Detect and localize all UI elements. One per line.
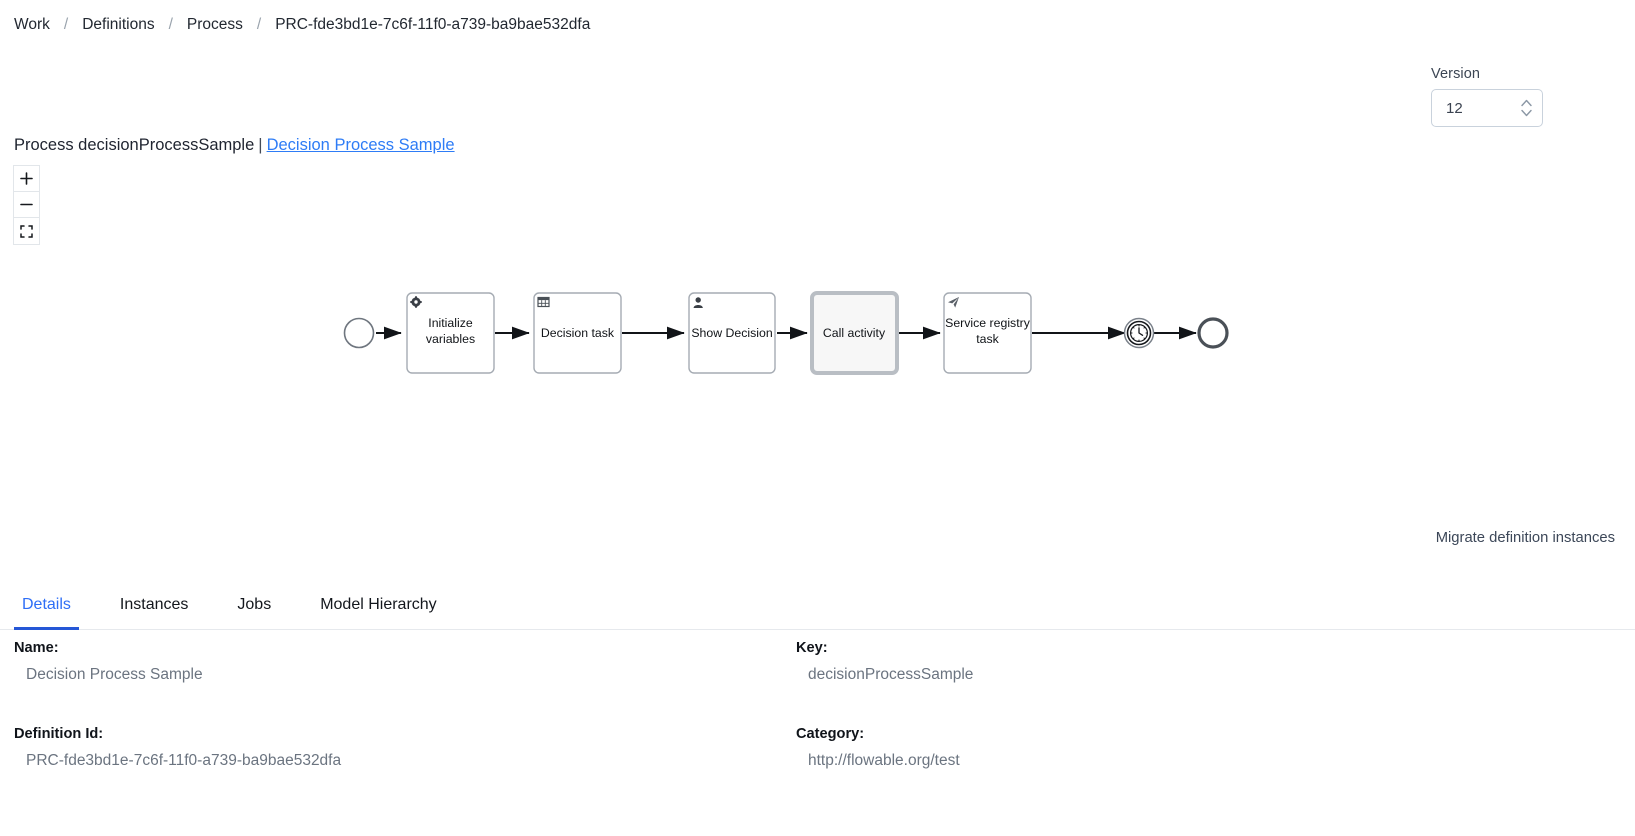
bpmn-diagram[interactable]: Initialize variables Decision task Show …	[0, 165, 1635, 520]
node-label: Decision task	[541, 326, 615, 340]
node-label: Initialize	[428, 316, 473, 330]
page-title-separator: |	[258, 136, 263, 154]
node-initialize-variables[interactable]: Initialize variables	[406, 292, 495, 374]
version-input[interactable]: 12	[1431, 89, 1543, 127]
zoom-out-button[interactable]	[14, 192, 39, 218]
version-selector: Version 12	[1431, 66, 1543, 127]
send-icon	[948, 297, 959, 308]
detail-field-name: Name: Decision Process Sample	[14, 640, 796, 726]
expand-icon	[20, 224, 33, 238]
breadcrumb-item-work[interactable]: Work	[14, 16, 50, 33]
node-start-event[interactable]	[343, 317, 375, 349]
gear-icon	[410, 296, 422, 308]
node-label: task	[976, 332, 999, 346]
node-service-registry-task[interactable]: Service registry task	[943, 292, 1032, 374]
node-end-event[interactable]	[1197, 317, 1229, 349]
details-panel: Name: Decision Process Sample Key: decis…	[0, 640, 1635, 812]
detail-field-key: Key: decisionProcessSample	[796, 640, 1621, 726]
detail-value-definition-id: PRC-fde3bd1e-7c6f-11f0-a739-ba9bae532dfa	[26, 752, 342, 769]
user-icon	[693, 297, 703, 308]
breadcrumb-separator: /	[168, 16, 173, 33]
chevron-up-icon[interactable]	[1521, 99, 1532, 107]
breadcrumb-item-process[interactable]: Process	[186, 16, 243, 33]
process-model-link[interactable]: Decision Process Sample	[266, 136, 455, 154]
version-label: Version	[1431, 66, 1481, 82]
tab-bar: Details Instances Jobs Model Hierarchy	[0, 584, 1635, 630]
node-label: Service registry	[945, 316, 1031, 330]
table-icon	[537, 296, 550, 308]
detail-label-definition-id: Definition Id:	[14, 726, 104, 742]
node-show-decision[interactable]: Show Decision	[688, 292, 776, 374]
detail-field-category: Category: http://flowable.org/test	[796, 726, 1621, 812]
chevron-down-icon[interactable]	[1521, 109, 1532, 117]
detail-label-name: Name:	[14, 640, 59, 656]
detail-value-key: decisionProcessSample	[808, 666, 974, 683]
minus-icon	[20, 203, 33, 206]
fit-to-screen-button[interactable]	[14, 218, 39, 244]
clock-icon	[1129, 324, 1148, 343]
detail-value-category: http://flowable.org/test	[808, 752, 960, 769]
node-decision-task[interactable]: Decision task	[533, 292, 622, 374]
breadcrumb-item-definitions[interactable]: Definitions	[82, 16, 155, 33]
version-stepper[interactable]	[1521, 99, 1532, 117]
migrate-definition-instances-link[interactable]: Migrate definition instances	[1435, 530, 1615, 546]
zoom-controls	[13, 165, 40, 245]
node-label: Show Decision	[691, 326, 772, 340]
zoom-in-button[interactable]	[14, 166, 39, 192]
breadcrumb-item-current: PRC-fde3bd1e-7c6f-11f0-a739-ba9bae532dfa	[275, 16, 591, 33]
page-title-text: Process decisionProcessSample	[14, 136, 255, 154]
breadcrumb: Work / Definitions / Process / PRC-fde3b…	[0, 0, 1635, 33]
tab-details[interactable]: Details	[14, 596, 79, 630]
node-label: Call activity	[823, 326, 886, 340]
detail-field-definition-id: Definition Id: PRC-fde3bd1e-7c6f-11f0-a7…	[14, 726, 796, 812]
version-value: 12	[1446, 99, 1463, 117]
breadcrumb-separator: /	[63, 16, 69, 33]
bpmn-canvas[interactable]: Initialize variables Decision task Show …	[0, 165, 1635, 520]
tab-instances[interactable]: Instances	[119, 596, 189, 613]
node-intermediate-timer-event[interactable]	[1123, 317, 1155, 349]
node-label: variables	[426, 332, 475, 346]
detail-value-name: Decision Process Sample	[26, 666, 203, 683]
detail-label-key: Key:	[796, 640, 828, 656]
detail-label-category: Category:	[796, 726, 865, 742]
tab-jobs[interactable]: Jobs	[237, 596, 272, 613]
plus-icon	[20, 172, 33, 185]
tab-model-hierarchy[interactable]: Model Hierarchy	[320, 596, 437, 613]
page-title: Process decisionProcessSample|Decision P…	[14, 136, 455, 155]
node-call-activity[interactable]: Call activity	[810, 291, 899, 375]
breadcrumb-separator: /	[256, 16, 262, 33]
